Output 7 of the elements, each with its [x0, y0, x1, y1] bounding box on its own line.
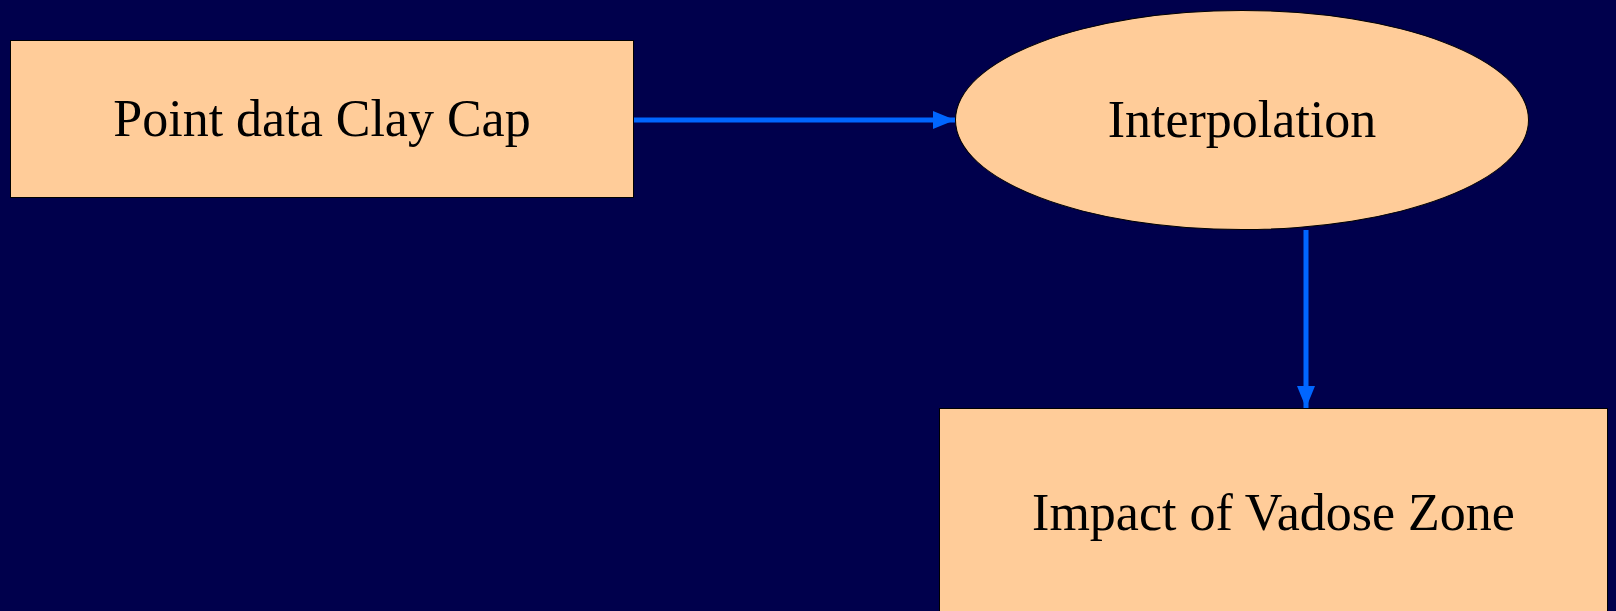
arrow	[634, 111, 955, 129]
process-box	[939, 408, 1608, 611]
process-box	[10, 40, 634, 198]
node-label: Point data Clay Cap	[113, 90, 531, 148]
node-label: Interpolation	[1107, 91, 1377, 149]
node-label: Impact of Vadose Zone	[1032, 484, 1515, 542]
arrow	[1297, 230, 1315, 408]
